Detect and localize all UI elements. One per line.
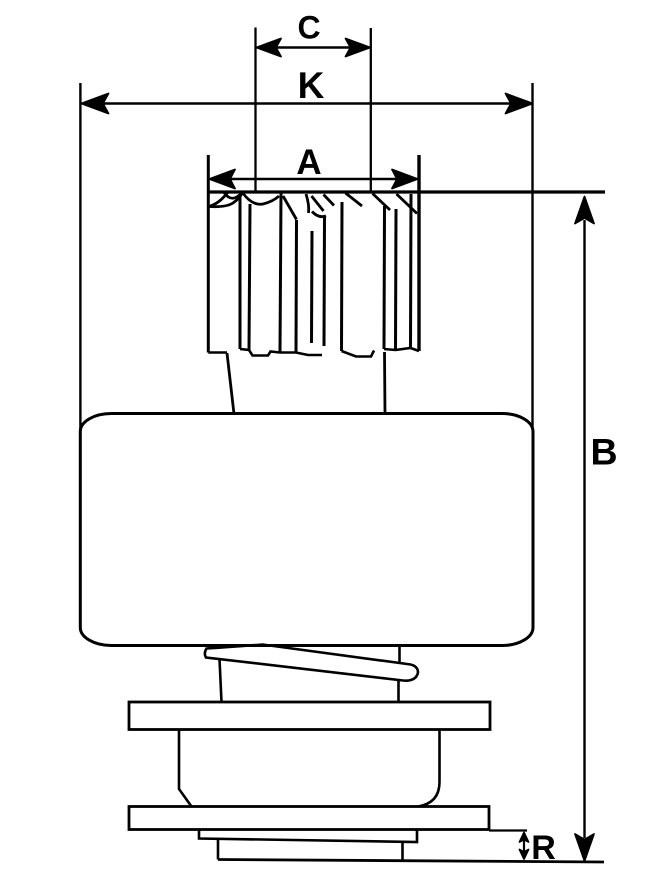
svg-text:K: K [298,65,325,106]
svg-text:C: C [297,10,320,46]
svg-text:R: R [531,829,556,867]
svg-text:B: B [590,431,617,473]
svg-text:A: A [296,143,321,182]
